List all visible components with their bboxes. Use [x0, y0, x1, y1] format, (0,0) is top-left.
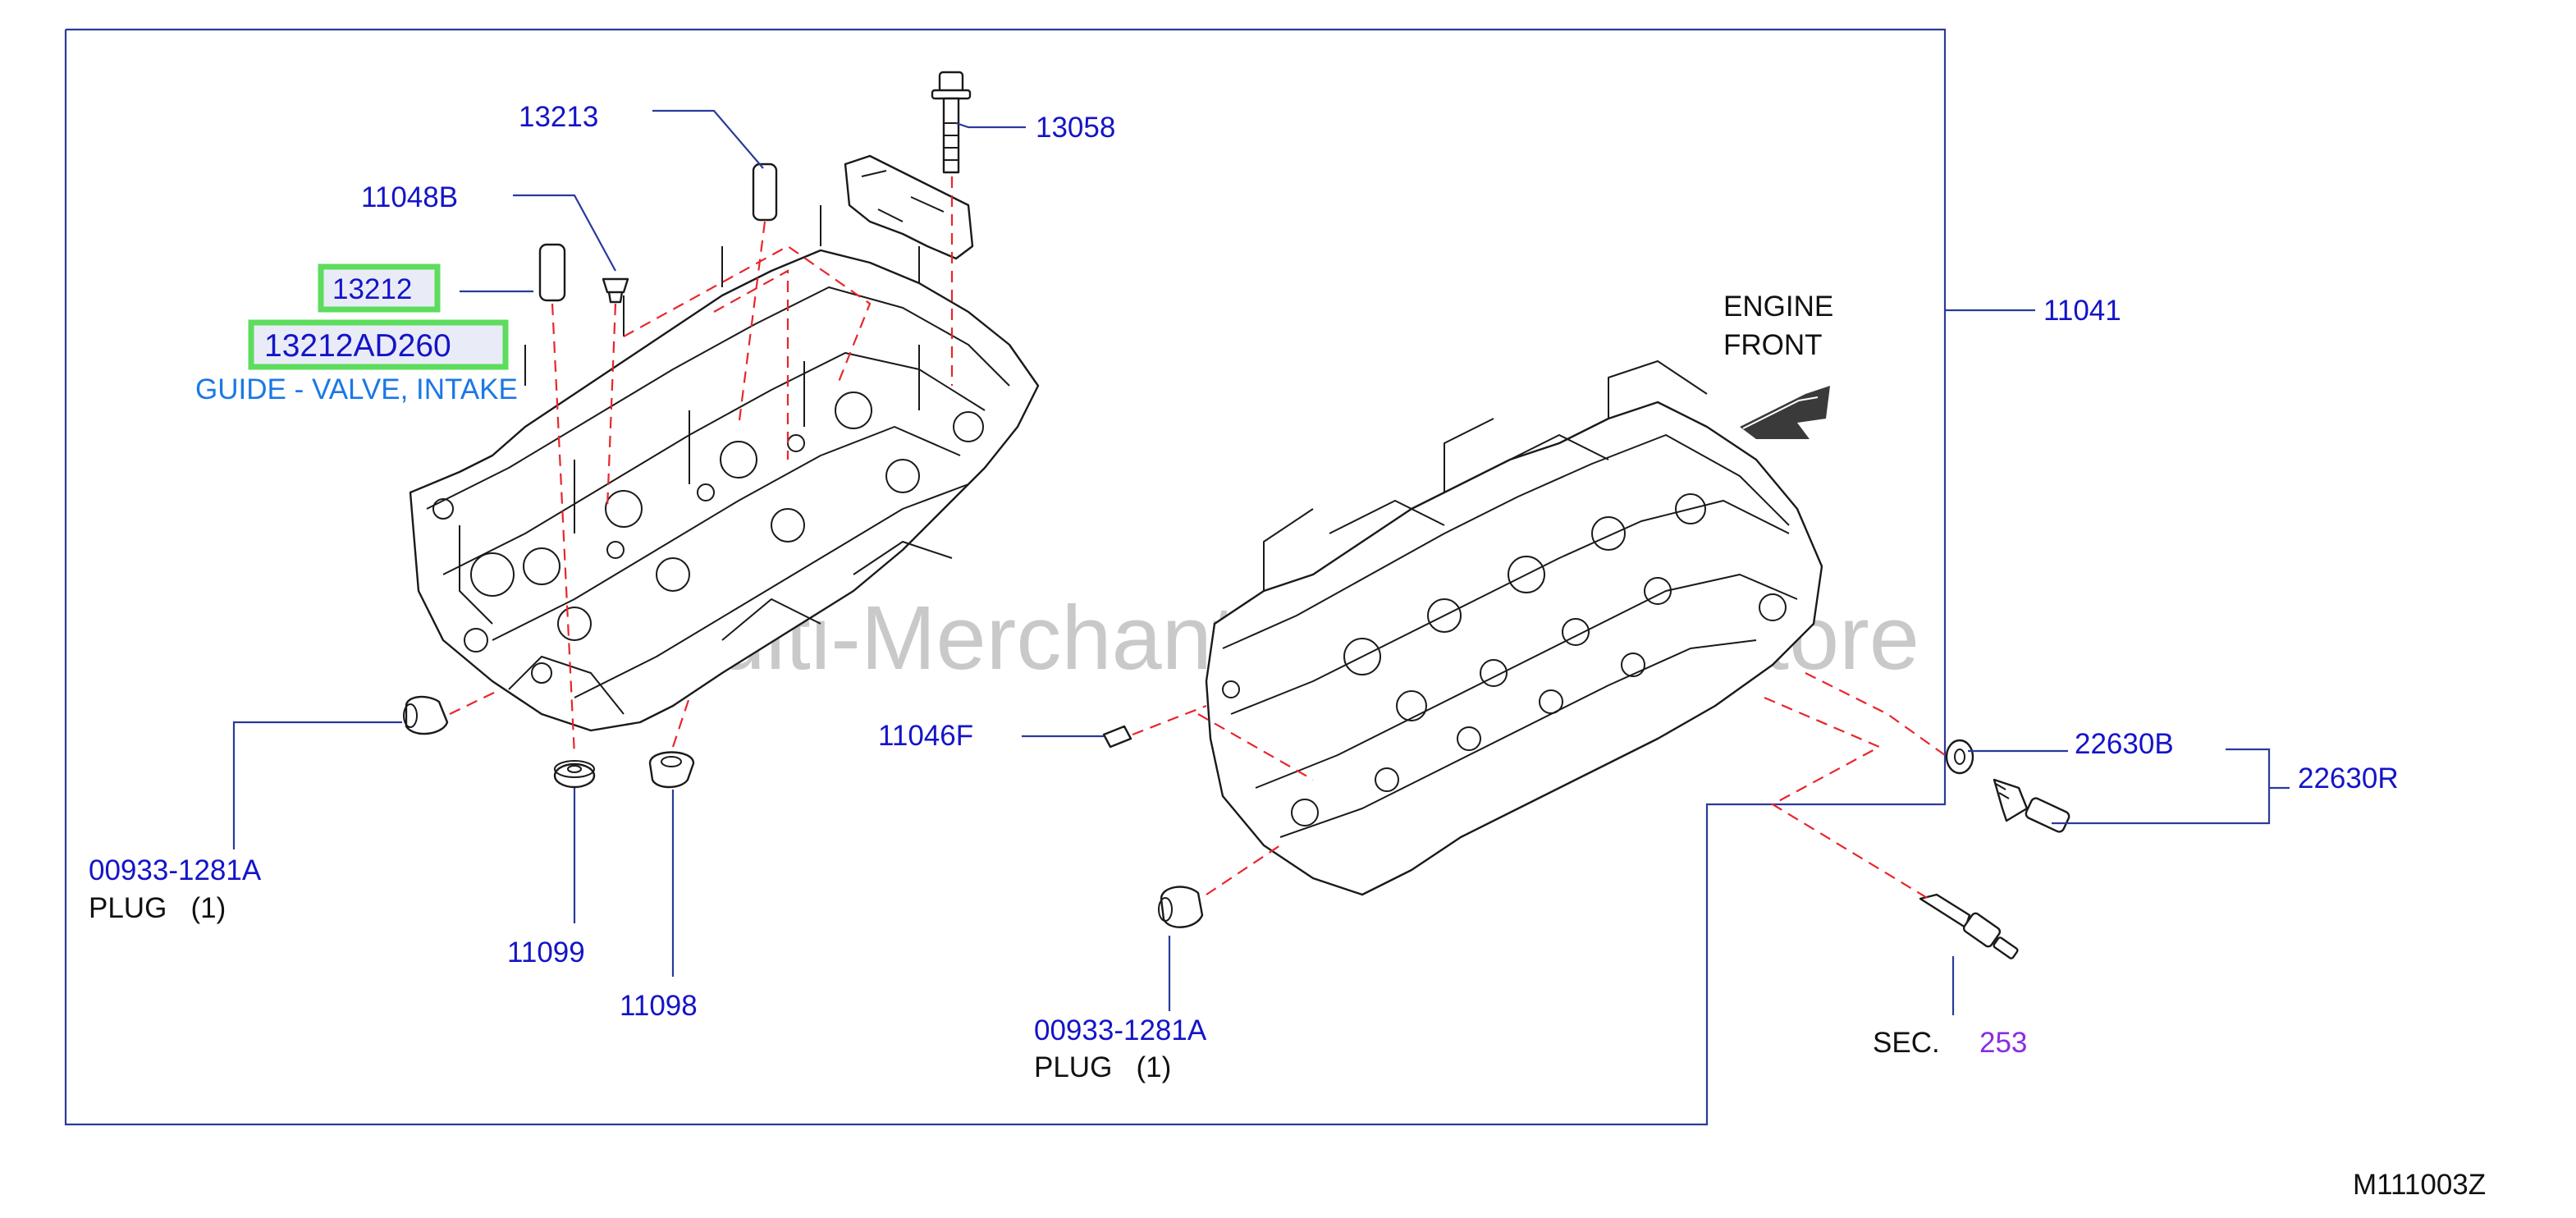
part-13212-guide — [538, 243, 566, 302]
callout-11048b[interactable]: 11048B — [361, 181, 458, 213]
callout-00933-left[interactable]: 00933-1281A — [89, 854, 262, 886]
part-11099-washer — [553, 760, 596, 789]
callout-11099[interactable]: 11099 — [507, 936, 585, 968]
callout-13212[interactable]: 13212 — [332, 273, 412, 305]
part-22630r-sensor — [1993, 778, 2070, 833]
callout-11098[interactable]: 11098 — [620, 990, 698, 1022]
part-11048b-plug — [602, 277, 629, 304]
sec-label: SEC. — [1873, 1027, 1940, 1059]
engine-front-line2: FRONT — [1723, 329, 1823, 361]
engine-front-arrow — [1740, 386, 1830, 439]
figure-code: M111003Z — [2353, 1169, 2486, 1201]
install-lines-left — [449, 176, 954, 756]
callout-13213[interactable]: 13213 — [519, 101, 598, 133]
part-22630b-washer — [1945, 739, 1974, 775]
callout-22630b[interactable]: 22630B — [2075, 728, 2174, 760]
callout-22630r[interactable]: 22630R — [2298, 762, 2399, 794]
plug-note-left: PLUG (1) — [89, 892, 226, 924]
highlight-box-13212ad260 — [248, 319, 509, 370]
assembly-boundary — [64, 28, 1947, 1126]
sec-number-link[interactable]: 253 — [1979, 1027, 2027, 1059]
part-description: GUIDE - VALVE, INTAKE — [195, 373, 518, 405]
part-11098-seal — [648, 751, 695, 789]
leader-lines — [232, 109, 2290, 1015]
cylinder-head-right — [1205, 360, 1823, 896]
callout-00933-right[interactable]: 00933-1281A — [1034, 1014, 1207, 1046]
part-13058-bolt — [931, 71, 972, 174]
part-00933-plug-right — [1160, 886, 1204, 928]
part-camshaft-bracket — [844, 154, 974, 260]
callout-11041[interactable]: 11041 — [2043, 295, 2121, 327]
part-sec-253-sensor — [1919, 893, 2019, 959]
part-11046f-dowel — [1102, 725, 1132, 749]
highlight-box-13212 — [318, 263, 441, 313]
part-00933-plug-left — [405, 695, 449, 735]
part-13213-guide — [752, 163, 778, 222]
callout-11046f[interactable]: 11046F — [878, 720, 973, 752]
plug-note-right: PLUG (1) — [1034, 1051, 1171, 1083]
callout-13058[interactable]: 13058 — [1036, 112, 1115, 144]
engine-front-line1: ENGINE — [1723, 291, 1833, 323]
part-code-13212ad260[interactable]: 13212AD260 — [264, 328, 451, 364]
install-lines-right — [1132, 672, 1946, 900]
